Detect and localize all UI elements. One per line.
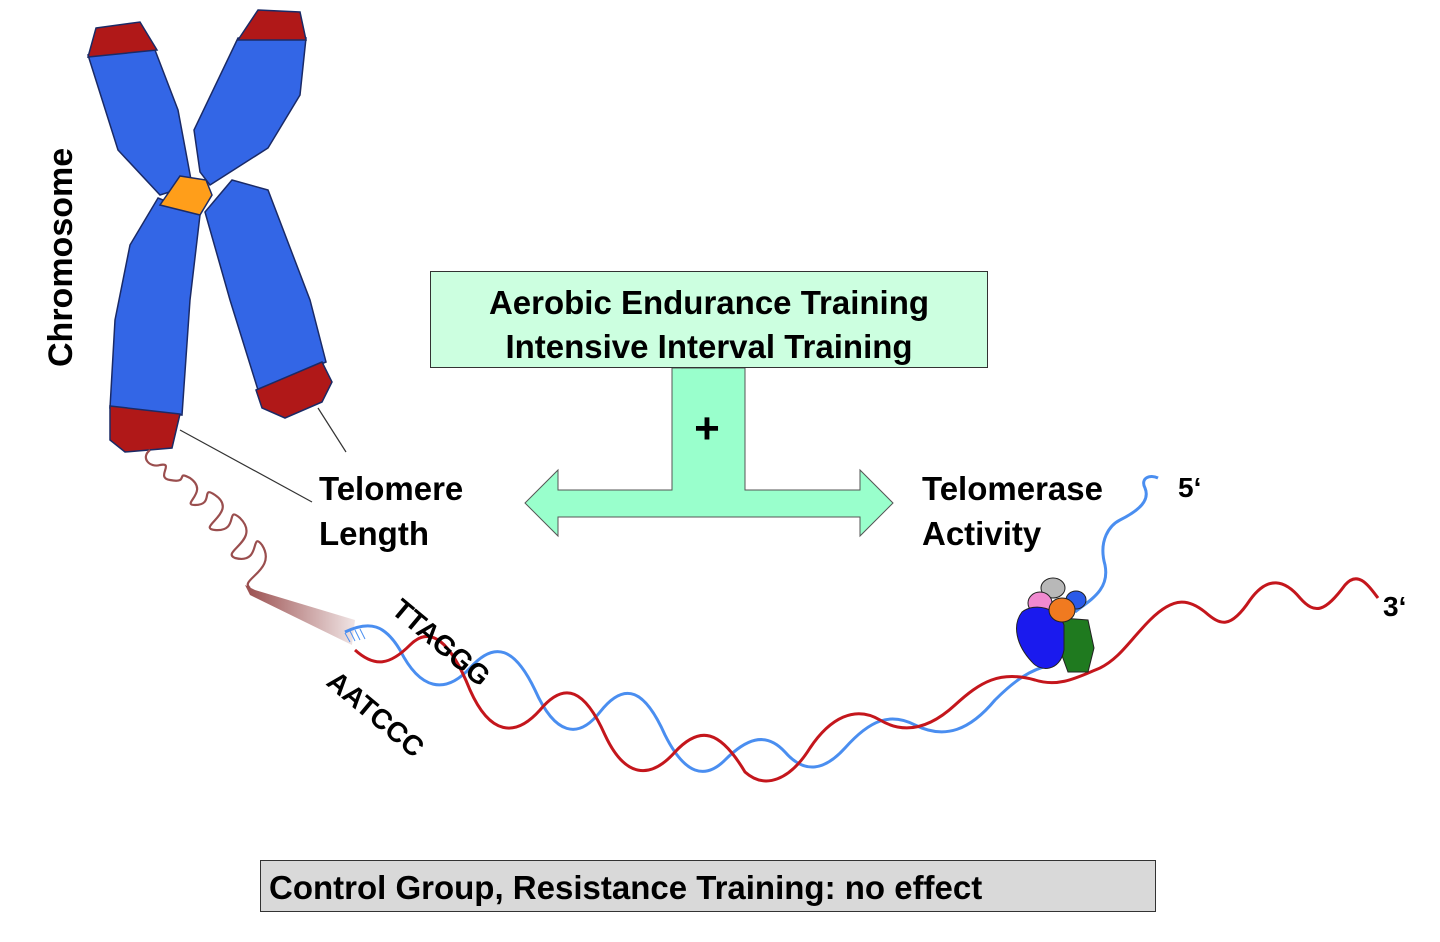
chromatid-upper-right	[193, 37, 307, 187]
telomerase-subunit-orange	[1048, 597, 1076, 623]
control-group-text: Control Group, Resistance Training: no e…	[269, 869, 983, 906]
three-prime-label: 3‘	[1383, 591, 1406, 622]
chromosome	[86, 9, 333, 453]
control-group-box: Control Group, Resistance Training: no e…	[260, 860, 1156, 912]
chromatid-lower-left	[109, 197, 201, 416]
telomere-length-label-line1: Telomere	[319, 470, 463, 507]
plus-sign: +	[694, 404, 720, 453]
training-line-interval: Intensive Interval Training	[505, 328, 913, 365]
centromere	[158, 175, 213, 216]
five-prime-label: 5‘	[1178, 472, 1201, 503]
training-line-aerobic: Aerobic Endurance Training	[488, 284, 930, 321]
training-interventions-box: Aerobic Endurance Training Intensive Int…	[430, 271, 988, 368]
telomere-cap-lower-right	[255, 361, 333, 419]
dna-double-helix	[344, 474, 1380, 783]
telomere-cap-upper-left	[86, 21, 159, 58]
dna-strand-red	[353, 577, 1380, 783]
telomere-cap-upper-right	[236, 9, 307, 41]
telomere-cap-lower-left	[109, 405, 181, 453]
telomerase-subunit-gray	[1040, 577, 1066, 599]
sequence-aatccc-label: AATCCC	[321, 665, 430, 763]
effect-arrow	[524, 367, 894, 538]
chromosome-label: Chromosome	[42, 148, 80, 367]
telomerase-subunit-blue-large	[1016, 606, 1065, 669]
telomerase-activity-label-line1: Telomerase	[922, 470, 1103, 507]
telomere-pointer-line-right	[317, 407, 347, 453]
telomere-length-label-line2: Length	[319, 515, 429, 552]
telomerase-complex	[1016, 577, 1095, 673]
dna-strand-5-prime-overhang	[1074, 474, 1159, 614]
telomere-zoom-fan	[245, 585, 355, 645]
sequence-ttaggg-label: TTAGGG	[386, 593, 496, 692]
telomerase-subunit-green	[1059, 617, 1095, 673]
chromatid-lower-right	[204, 179, 327, 392]
telomere-coil	[144, 449, 267, 589]
dna-base-pairs	[344, 628, 366, 643]
chromatid-upper-left	[86, 49, 193, 196]
telomerase-activity-label-line2: Activity	[922, 515, 1042, 552]
telomere-pointer-line-left	[179, 429, 313, 503]
